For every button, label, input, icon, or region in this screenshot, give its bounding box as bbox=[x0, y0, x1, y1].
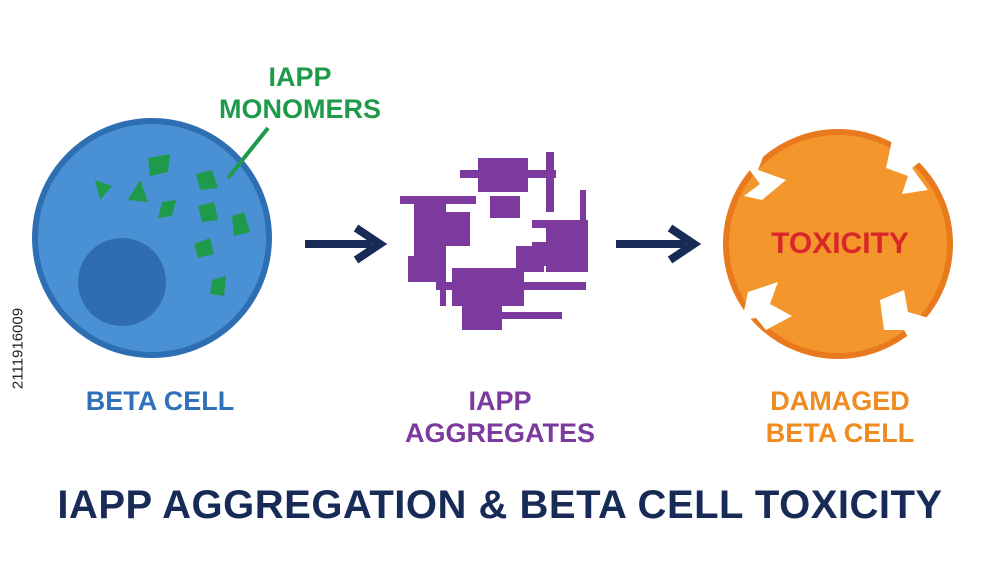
beta-cell-label: BETA CELL bbox=[85, 386, 235, 416]
nucleus bbox=[78, 238, 166, 326]
damaged-line-2: BETA CELL bbox=[765, 417, 915, 448]
monomer-pointer-line bbox=[226, 126, 270, 180]
damaged-beta-cell bbox=[723, 129, 953, 359]
iapp-monomers-label: IAPP MONOMERS bbox=[219, 62, 381, 124]
right-arrow-icon bbox=[305, 224, 388, 264]
image-id-watermark: 2111916009 bbox=[9, 307, 27, 390]
iapp-aggregates-label: IAPP AGGREGATES bbox=[395, 386, 605, 450]
toxicity-label: TOXICITY bbox=[771, 227, 909, 260]
aggregates-line-1: IAPP bbox=[468, 386, 532, 416]
right-arrow-icon bbox=[616, 224, 702, 264]
page-title: IAPP AGGREGATION & BETA CELL TOXICITY bbox=[57, 483, 943, 527]
iapp-monomers bbox=[95, 154, 250, 296]
damaged-line-1: DAMAGED bbox=[770, 386, 910, 416]
beta-cell bbox=[32, 118, 272, 358]
damaged-beta-cell-label: DAMAGED BETA CELL bbox=[735, 386, 945, 450]
iapp-aggregates bbox=[400, 152, 588, 330]
aggregates-line-2: AGGREGATES bbox=[404, 417, 595, 448]
